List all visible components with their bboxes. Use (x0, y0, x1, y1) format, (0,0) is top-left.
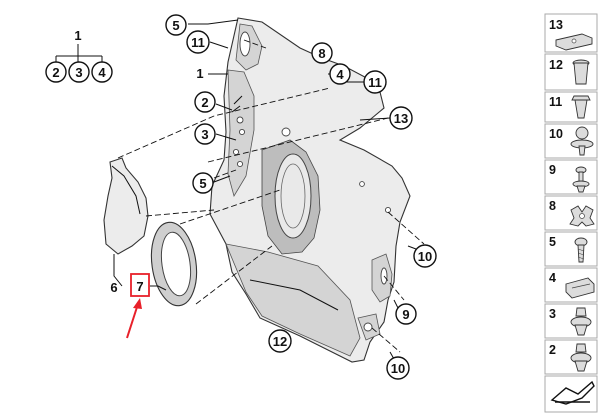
callout-12: 12 (268, 329, 292, 353)
legend-number-12: 12 (549, 58, 563, 72)
screw-grommet-icon (572, 166, 590, 193)
legend-number-9: 9 (549, 163, 556, 177)
svg-text:1: 1 (196, 66, 203, 81)
legend-cell-9 (544, 159, 598, 195)
trim-panel (209, 17, 411, 363)
callout-11-mid: 11 (363, 70, 387, 94)
callout-6: 6 (110, 280, 117, 295)
svg-text:8: 8 (318, 46, 325, 61)
plug-cap-icon (572, 59, 590, 85)
svg-text:7: 7 (136, 279, 143, 294)
parts-legend: 13 12 11 10 9 (544, 13, 598, 413)
side-cover-part (103, 157, 149, 255)
svg-text:4: 4 (336, 67, 344, 82)
svg-text:2: 2 (52, 65, 59, 80)
callout-3-left: 3 (68, 61, 90, 83)
callout-4-left: 4 (91, 61, 113, 83)
legend-number-13: 13 (549, 18, 563, 32)
callout-3-mid: 3 (194, 123, 216, 145)
svg-text:10: 10 (391, 361, 405, 376)
svg-text:11: 11 (191, 35, 205, 50)
svg-text:3: 3 (75, 65, 82, 80)
callout-8: 8 (311, 42, 333, 64)
callout-10-b: 10 (386, 356, 410, 380)
svg-text:4: 4 (98, 65, 106, 80)
callout-2-left: 2 (45, 61, 67, 83)
svg-text:5: 5 (199, 176, 206, 191)
svg-text:9: 9 (402, 307, 409, 322)
callout-7-highlighted: 7 (130, 273, 150, 297)
legend-number-3: 3 (549, 307, 556, 321)
callout-11-top: 11 (186, 30, 210, 54)
callout-5-top: 5 (165, 14, 187, 36)
alignment-lines (117, 39, 425, 353)
callout-5-mid: 5 (192, 172, 214, 194)
callout-13: 13 (389, 106, 413, 130)
svg-text:13: 13 (394, 111, 408, 126)
svg-text:3: 3 (201, 127, 208, 142)
clip-strip-icon (555, 33, 593, 51)
push-rivet-icon (570, 126, 594, 156)
clip-fastener-icon (570, 343, 592, 372)
legend-number-2: 2 (549, 343, 556, 357)
expanding-rivet-icon (571, 95, 591, 119)
callout-1-top: 1 (74, 28, 81, 43)
svg-text:11: 11 (368, 75, 382, 90)
callout-2-mid: 2 (194, 91, 216, 113)
svg-text:2: 2 (201, 95, 208, 110)
clip-nut-icon (565, 277, 595, 299)
legend-cell-5 (544, 231, 598, 267)
legend-number-8: 8 (549, 199, 556, 213)
legend-number-5: 5 (549, 235, 556, 249)
callout-1-mid: 1 (196, 66, 203, 81)
clip-fastener-icon (570, 307, 592, 336)
speaker-ring-part (150, 221, 198, 307)
callout-9: 9 (395, 303, 417, 325)
svg-text:6: 6 (110, 280, 117, 295)
svg-text:10: 10 (418, 249, 432, 264)
legend-number-4: 4 (549, 271, 556, 285)
screw-icon (574, 237, 588, 263)
legend-number-10: 10 (549, 127, 563, 141)
svg-text:12: 12 (273, 334, 287, 349)
callout-4-mid: 4 (329, 63, 351, 85)
spring-nut-icon (569, 205, 595, 227)
callout-10-a: 10 (413, 244, 437, 268)
svg-text:1: 1 (74, 28, 81, 43)
arrow-footer-icon (550, 380, 595, 405)
legend-cell-12 (544, 53, 598, 91)
legend-number-11: 11 (549, 95, 562, 109)
svg-text:5: 5 (172, 18, 179, 33)
pointer-arrow (126, 298, 142, 339)
